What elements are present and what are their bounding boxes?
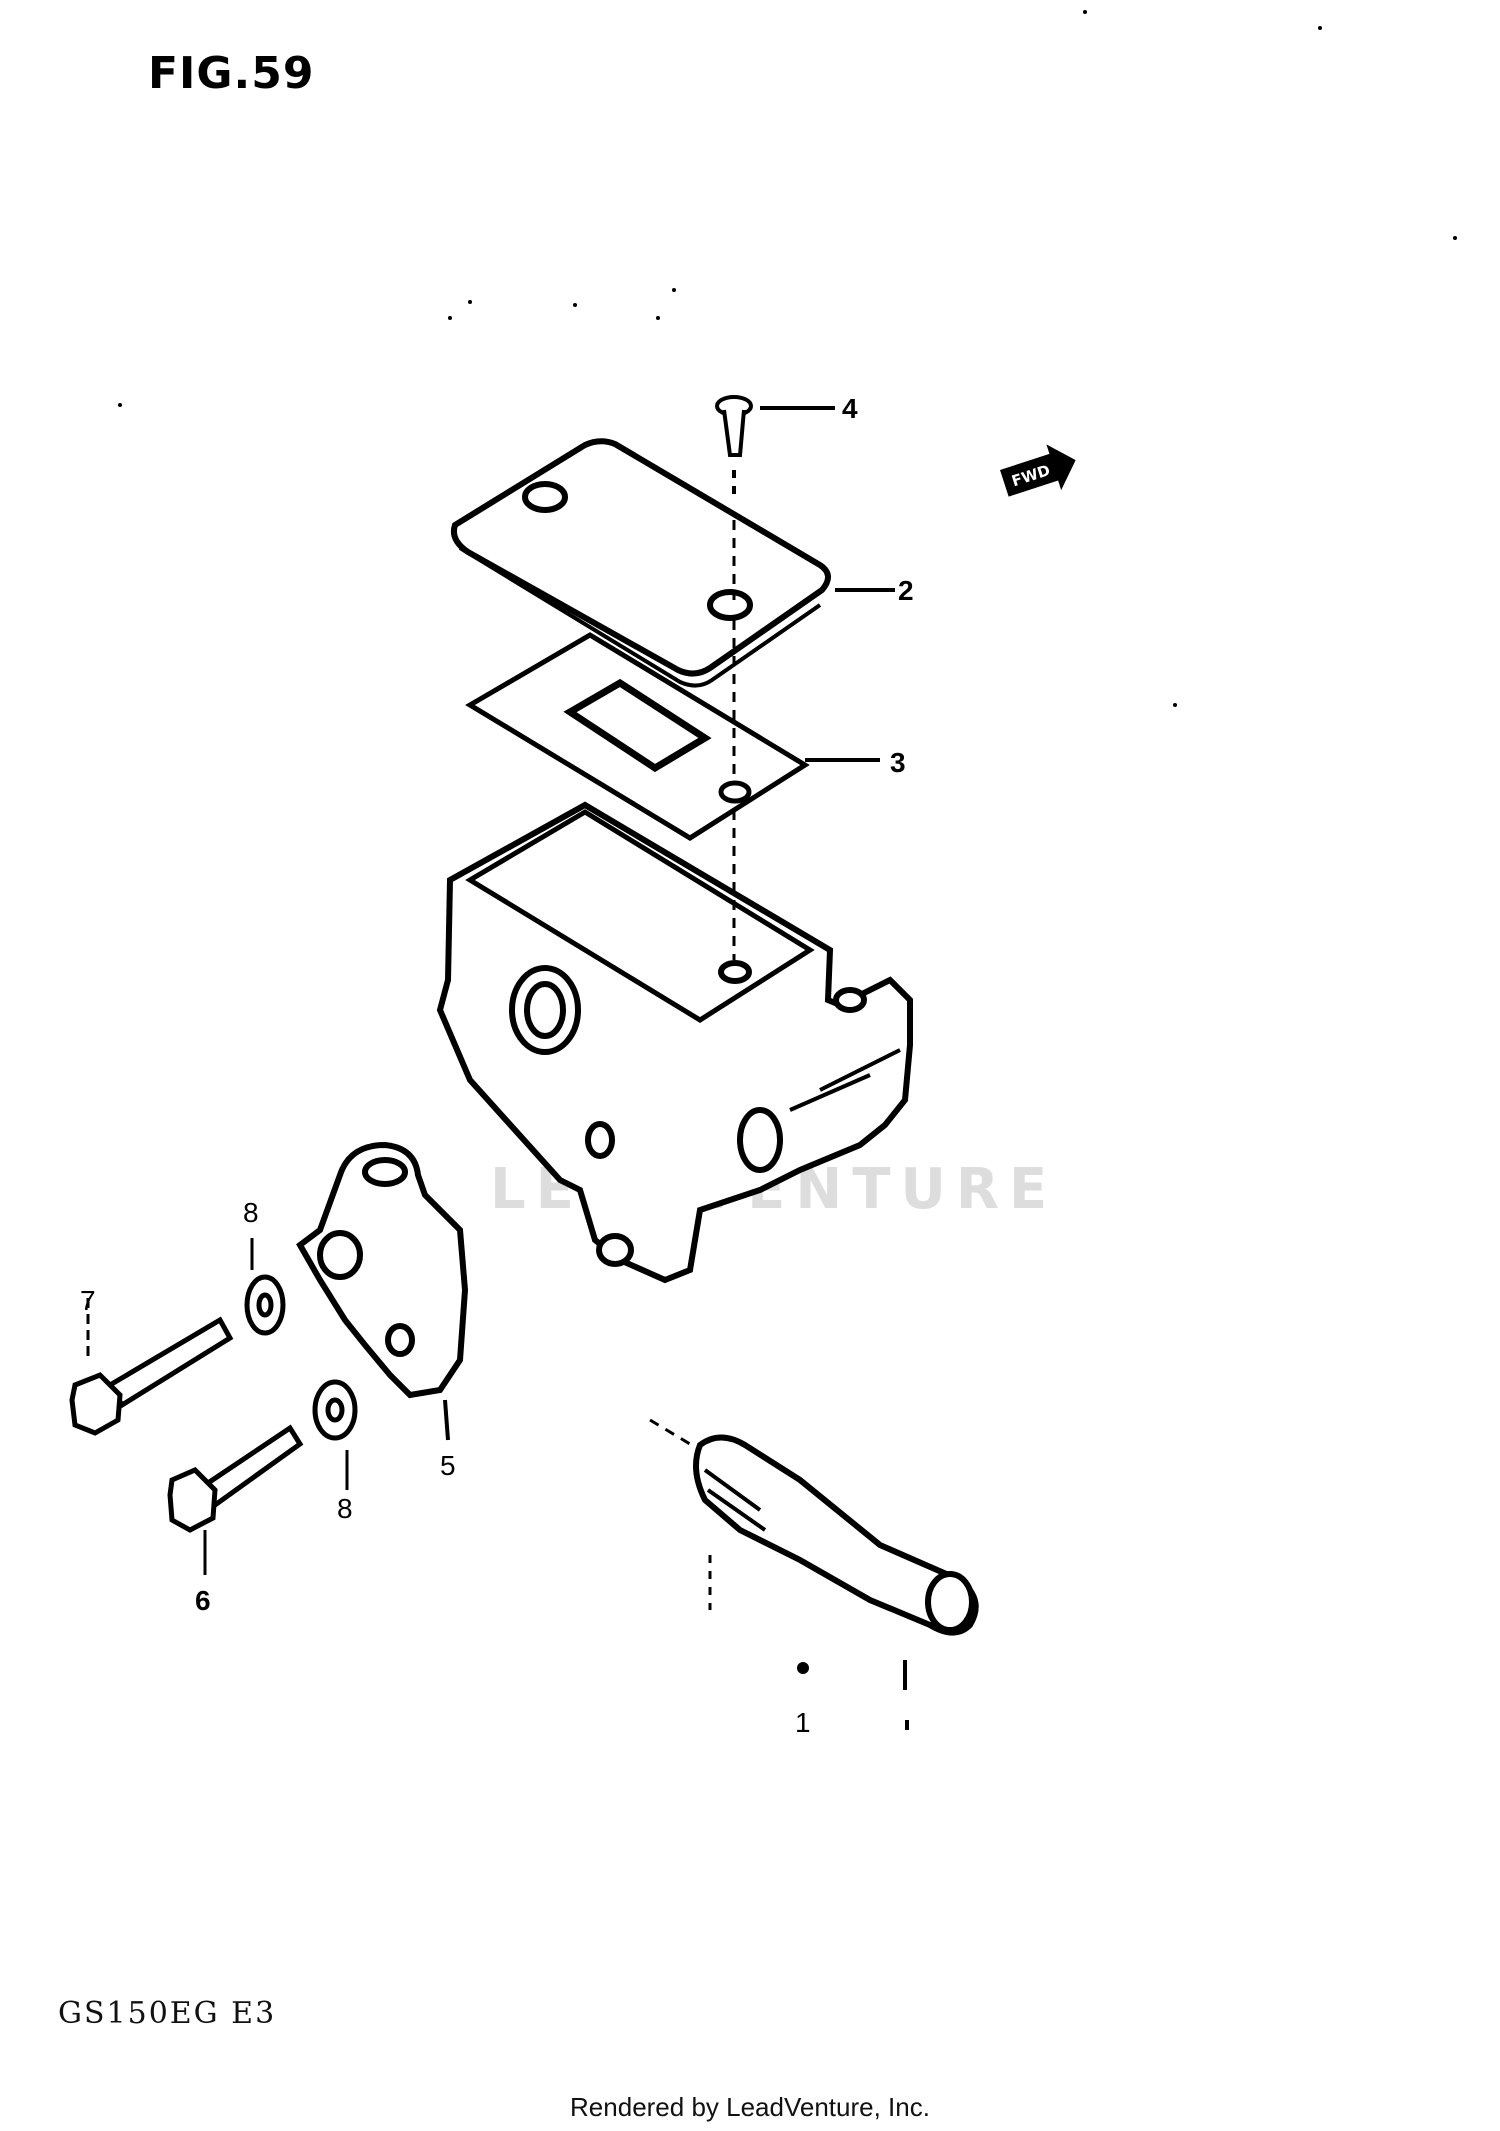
part-7-bolt — [69, 1298, 234, 1436]
model-code: GS150EG E3 — [58, 1996, 277, 2031]
callout-8-upper: 8 — [243, 1197, 259, 1228]
part-5-clamp — [296, 1141, 469, 1441]
part-8-washer-upper — [244, 1238, 286, 1336]
callout-1: 1 — [795, 1707, 811, 1738]
callout-5: 5 — [440, 1450, 456, 1481]
scan-specks — [118, 10, 1457, 707]
part-1-piston-assembly — [649, 1418, 979, 1730]
callout-labels: 4 2 3 5 8 7 8 6 1 — [80, 393, 914, 1738]
callout-2: 2 — [898, 575, 914, 606]
part-3-diaphragm — [465, 620, 880, 841]
callout-7: 7 — [80, 1285, 96, 1316]
part-8-washer-lower — [312, 1379, 358, 1490]
part-2-reservoir-cap — [450, 438, 895, 688]
callout-6: 6 — [195, 1585, 211, 1616]
callout-3: 3 — [890, 747, 906, 778]
forward-direction-badge: FWD — [1000, 444, 1076, 497]
part-4-screw — [715, 395, 835, 500]
master-cylinder-body — [436, 801, 913, 1284]
rendered-by-credit: Rendered by LeadVenture, Inc. — [570, 2092, 930, 2122]
part-6-bolt — [167, 1424, 304, 1575]
callout-8-lower: 8 — [337, 1493, 353, 1524]
callout-4: 4 — [842, 393, 858, 424]
figure-title: FIG.59 — [148, 48, 315, 99]
